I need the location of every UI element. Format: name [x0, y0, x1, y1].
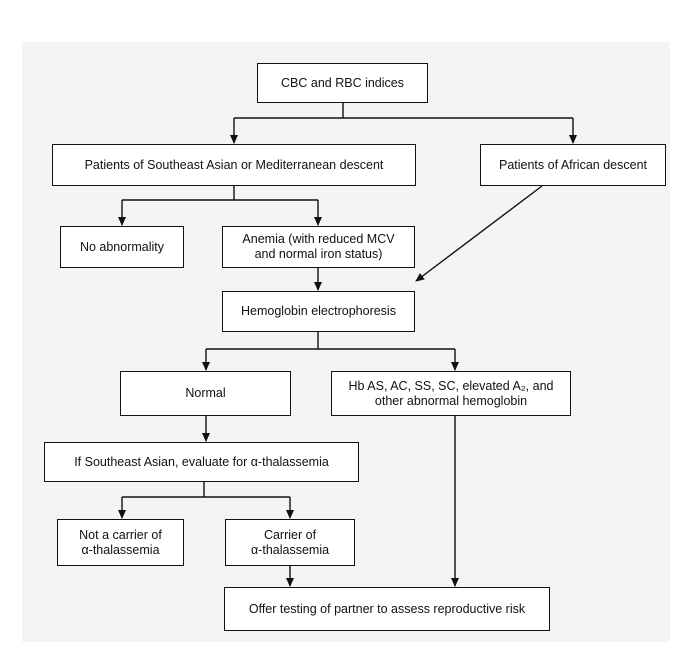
- node-if-southeast-asian: If Southeast Asian, evaluate for α-thala…: [44, 442, 359, 482]
- node-anemia: Anemia (with reduced MCV and normal iron…: [222, 226, 415, 268]
- node-not-carrier: Not a carrier of α-thalassemia: [57, 519, 184, 566]
- node-cbc-rbc-indices: CBC and RBC indices: [257, 63, 428, 103]
- node-abnormal-hemoglobin: Hb AS, AC, SS, SC, elevated A₂, and othe…: [331, 371, 571, 416]
- node-no-abnormality: No abnormality: [60, 226, 184, 268]
- node-hemoglobin-electrophoresis: Hemoglobin electrophoresis: [222, 291, 415, 332]
- node-african-descent: Patients of African descent: [480, 144, 666, 186]
- node-normal: Normal: [120, 371, 291, 416]
- arrow-african-to-electrophoresis: [415, 185, 543, 282]
- node-carrier: Carrier of α-thalassemia: [225, 519, 355, 566]
- node-offer-partner-testing: Offer testing of partner to assess repro…: [224, 587, 550, 631]
- node-sea-mediterranean-descent: Patients of Southeast Asian or Mediterra…: [52, 144, 416, 186]
